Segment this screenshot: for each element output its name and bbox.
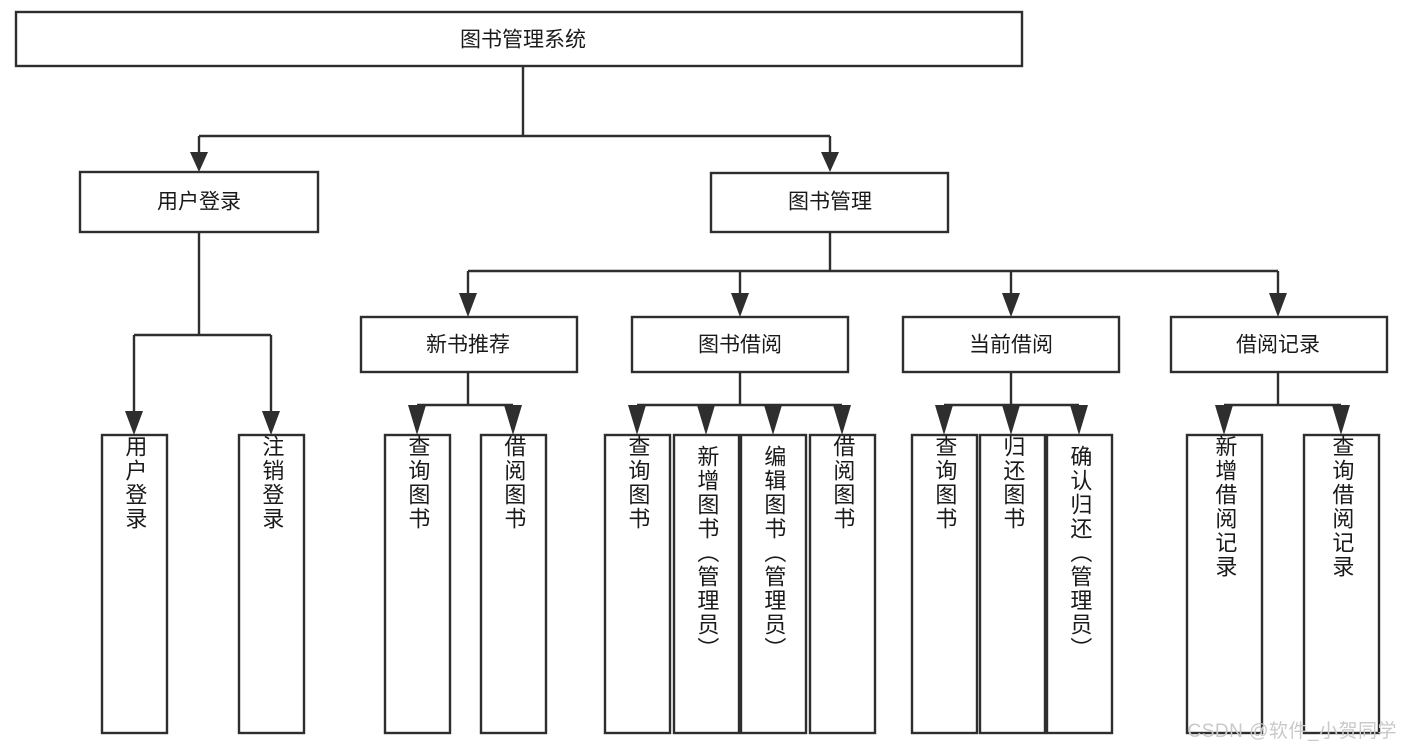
arrow-new-book-to-leaf-03	[408, 405, 426, 435]
label-borrow-record: 借阅记录	[1236, 334, 1320, 357]
arrow-book-borrow-to-leaf-06	[697, 405, 715, 435]
label-user-login: 用户登录	[157, 191, 241, 214]
node-book-management[interactable]	[709, 171, 950, 234]
label-book-management: 图书管理	[788, 191, 872, 214]
label-current-borrow: 当前借阅	[969, 334, 1053, 357]
arrow-user-login-to-leaf-01	[125, 411, 143, 435]
node-leaf-11[interactable]	[1045, 433, 1114, 735]
arrow-root-to-user-login	[190, 152, 208, 172]
arrow-book-mgmt-to-new-book	[459, 293, 477, 317]
node-leaf-12[interactable]	[1185, 433, 1264, 735]
arrow-cur-borrow-to-leaf-11	[1070, 405, 1088, 435]
connector-layer	[125, 66, 1350, 435]
node-leaf-06[interactable]	[672, 433, 741, 735]
node-user-login[interactable]	[78, 170, 320, 234]
node-layer	[14, 10, 1389, 735]
label-new-book-recommend: 新书推荐	[426, 334, 510, 357]
node-root[interactable]	[14, 10, 1024, 68]
label-root: 图书管理系统	[460, 29, 586, 52]
node-book-borrow[interactable]	[630, 315, 850, 374]
node-leaf-08[interactable]	[808, 433, 877, 735]
arrow-book-borrow-to-leaf-07	[764, 405, 782, 435]
node-leaf-13[interactable]	[1302, 433, 1381, 735]
node-leaf-01[interactable]	[100, 433, 169, 735]
arrow-book-mgmt-to-borrow-rec	[1269, 293, 1287, 317]
node-borrow-record[interactable]	[1169, 315, 1389, 374]
watermark-text: CSDN @软件_小贺同学	[1187, 721, 1397, 742]
arrow-book-mgmt-to-cur-borrow	[1002, 293, 1020, 317]
arrow-book-mgmt-to-book-borrow	[731, 293, 749, 317]
arrow-cur-borrow-to-leaf-10	[1002, 405, 1020, 435]
node-current-borrow[interactable]	[901, 315, 1121, 374]
node-leaf-02[interactable]	[237, 433, 306, 735]
arrow-book-borrow-to-leaf-05	[628, 405, 646, 435]
label-book-borrow: 图书借阅	[698, 334, 782, 357]
arrow-root-to-book-mgmt	[821, 152, 839, 172]
node-leaf-09[interactable]	[910, 433, 979, 735]
node-leaf-03[interactable]	[383, 433, 452, 735]
arrow-borrow-rec-to-leaf-13	[1332, 405, 1350, 435]
arrow-book-borrow-to-leaf-08	[833, 405, 851, 435]
arrow-cur-borrow-to-leaf-09	[935, 405, 953, 435]
arrow-borrow-rec-to-leaf-12	[1215, 405, 1233, 435]
label-layer: 图书管理系统 用户登录 图书管理 新书推荐 图书借阅 当前借阅 借阅记录	[157, 29, 1320, 357]
node-leaf-07[interactable]	[739, 433, 808, 735]
node-leaf-04[interactable]	[479, 433, 548, 735]
arrow-new-book-to-leaf-04	[504, 405, 522, 435]
arrow-user-login-to-leaf-02	[262, 411, 280, 435]
node-leaf-10[interactable]	[978, 433, 1047, 735]
node-leaf-05[interactable]	[603, 433, 672, 735]
node-new-book-recommend[interactable]	[359, 315, 579, 374]
